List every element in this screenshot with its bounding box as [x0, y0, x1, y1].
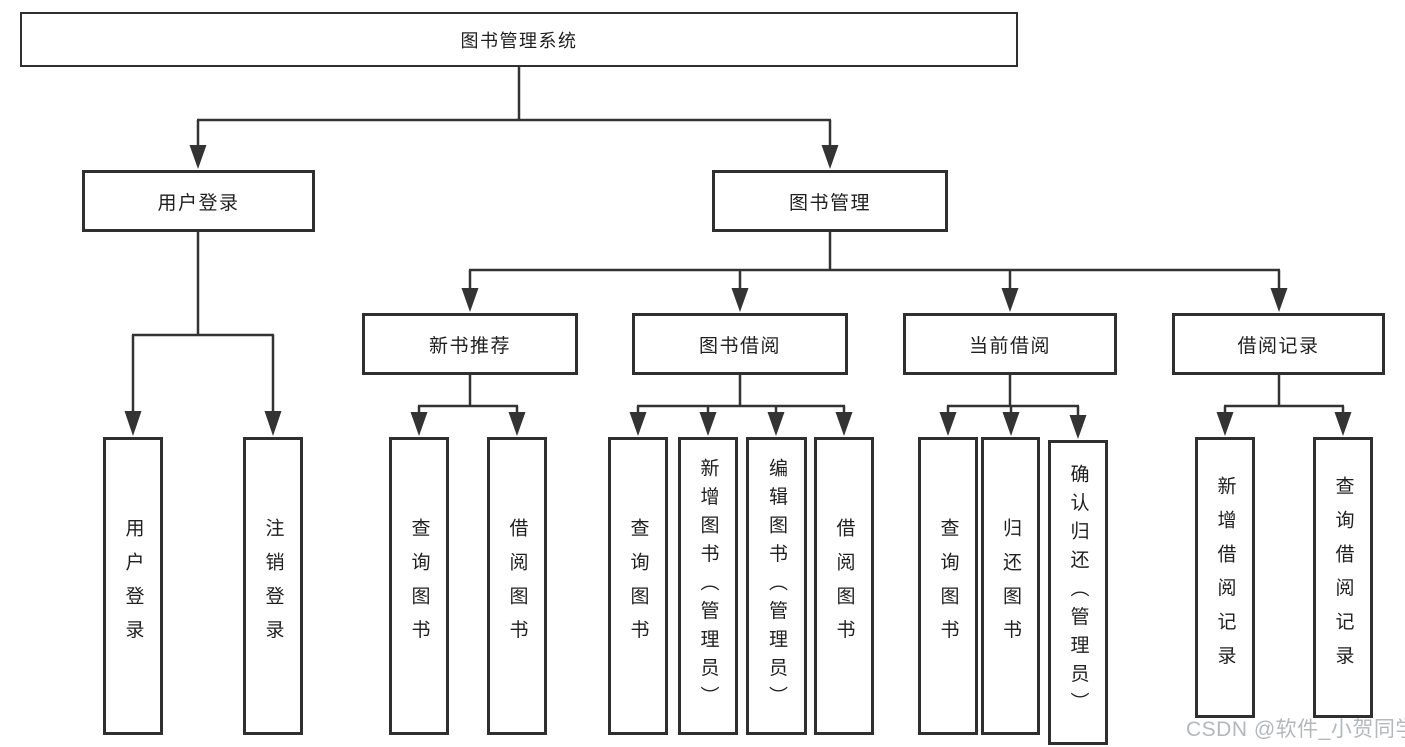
node-label: 借阅图书	[833, 518, 855, 654]
node-label: 注销登录	[262, 518, 284, 654]
node-label: 归还图书	[1000, 518, 1021, 654]
leaf-query-books-1: 查询图书	[389, 437, 449, 735]
node-label: 确认归还（管理员）	[1067, 464, 1089, 721]
node-label: 查询图书	[627, 518, 649, 654]
node-label: 新增图书（管理员）	[697, 457, 719, 715]
node-label: 查询图书	[408, 518, 430, 654]
node-root: 图书管理系统	[20, 12, 1018, 67]
node-label: 编辑图书（管理员）	[766, 457, 787, 715]
node-book-borrow: 图书借阅	[632, 313, 848, 375]
node-label: 借阅图书	[506, 518, 528, 654]
leaf-query-books-3: 查询图书	[918, 437, 978, 735]
node-user-login: 用户登录	[82, 170, 315, 232]
node-new-book-recommend: 新书推荐	[362, 313, 578, 375]
leaf-edit-book-admin: 编辑图书（管理员）	[746, 437, 807, 735]
leaf-add-book-admin: 新增图书（管理员）	[678, 437, 738, 735]
node-label: 图书管理系统	[460, 30, 578, 51]
leaf-borrow-books-2: 借阅图书	[814, 437, 874, 735]
node-label: 新增借阅记录	[1214, 476, 1236, 679]
node-label: 用户登录	[157, 192, 240, 214]
leaf-query-borrow-record: 查询借阅记录	[1313, 437, 1373, 718]
node-label: 查询借阅记录	[1332, 476, 1354, 679]
leaf-borrow-books-1: 借阅图书	[487, 437, 547, 735]
leaf-add-borrow-record: 新增借阅记录	[1195, 437, 1255, 718]
node-borrow-records: 借阅记录	[1172, 313, 1385, 375]
leaf-return-book: 归还图书	[981, 437, 1040, 735]
node-current-borrow: 当前借阅	[903, 313, 1117, 375]
leaf-query-books-2: 查询图书	[608, 437, 668, 735]
leaf-logout: 注销登录	[243, 437, 303, 735]
node-label: 用户登录	[122, 518, 144, 654]
node-label: 图书借阅	[698, 335, 781, 357]
node-label: 图书管理	[788, 192, 871, 214]
node-book-management: 图书管理	[712, 170, 948, 232]
leaf-confirm-return-admin: 确认归还（管理员）	[1048, 440, 1108, 745]
leaf-user-login: 用户登录	[103, 437, 163, 735]
node-label: 新书推荐	[428, 335, 511, 357]
node-label: 借阅记录	[1237, 335, 1320, 357]
node-label: 当前借阅	[968, 335, 1051, 357]
watermark: CSDN @软件_小贺同学	[1186, 718, 1405, 741]
node-label: 查询图书	[937, 518, 959, 654]
